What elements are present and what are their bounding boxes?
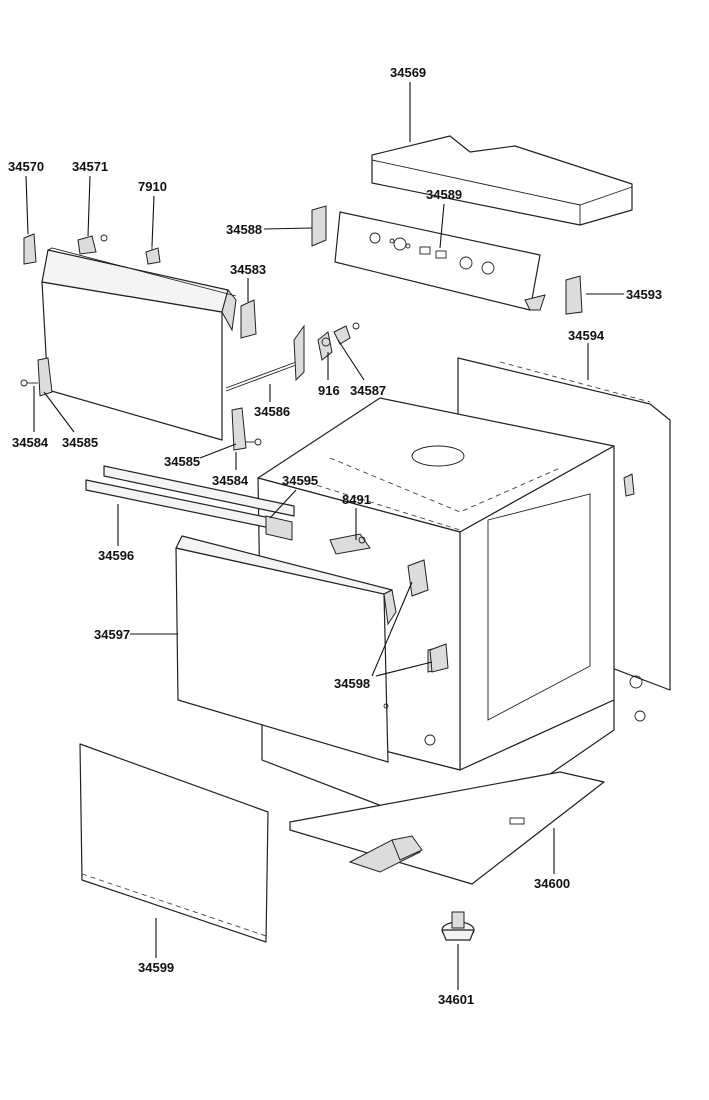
label-34600: 34600 [534,876,570,891]
label-34588: 34588 [226,222,262,237]
bracket-34598-lower [429,643,449,673]
label-34583: 34583 [230,262,266,277]
label-7910: 7910 [138,179,167,194]
label-34585-right: 34585 [164,454,200,469]
label-34594: 34594 [568,328,605,343]
label-34598: 34598 [334,676,370,691]
label-916: 916 [318,383,340,398]
label-34571: 34571 [72,159,108,174]
label-34593: 34593 [626,287,662,302]
label-34596: 34596 [98,548,134,563]
hinge-plate-left [20,357,53,397]
label-34586: 34586 [254,404,290,419]
rail-part [85,465,295,541]
small-bracket-8491 [329,533,371,555]
label-34601: 34601 [438,992,474,1007]
top-cover-part [371,135,633,226]
end-cap-34583 [240,299,257,339]
end-cap-34593 [565,275,583,315]
base-plate-part [289,771,605,885]
rod-part [225,322,360,392]
end-cap-34588 [311,205,327,247]
label-34595: 34595 [282,473,318,488]
label-34597: 34597 [94,627,130,642]
label-8491: 8491 [342,492,371,507]
label-34570: 34570 [8,159,44,174]
adjustable-foot-part [441,911,475,941]
upper-door-panel-part [41,247,237,441]
end-cap-34570 [23,233,37,265]
lower-door-part [175,535,397,763]
hinge-plate-right [231,407,262,451]
kick-panel-part [79,743,269,943]
label-34599: 34599 [138,960,174,975]
label-34584-right: 34584 [212,473,249,488]
label-34569: 34569 [390,65,426,80]
control-panel-part [334,211,546,311]
hinge-bracket-part [77,234,161,265]
leader-lines [25,82,624,990]
bracket-34598-upper [407,559,429,597]
label-34584-left: 34584 [12,435,49,450]
label-34585-left: 34585 [62,435,98,450]
label-34587: 34587 [350,383,386,398]
label-34589: 34589 [426,187,462,202]
